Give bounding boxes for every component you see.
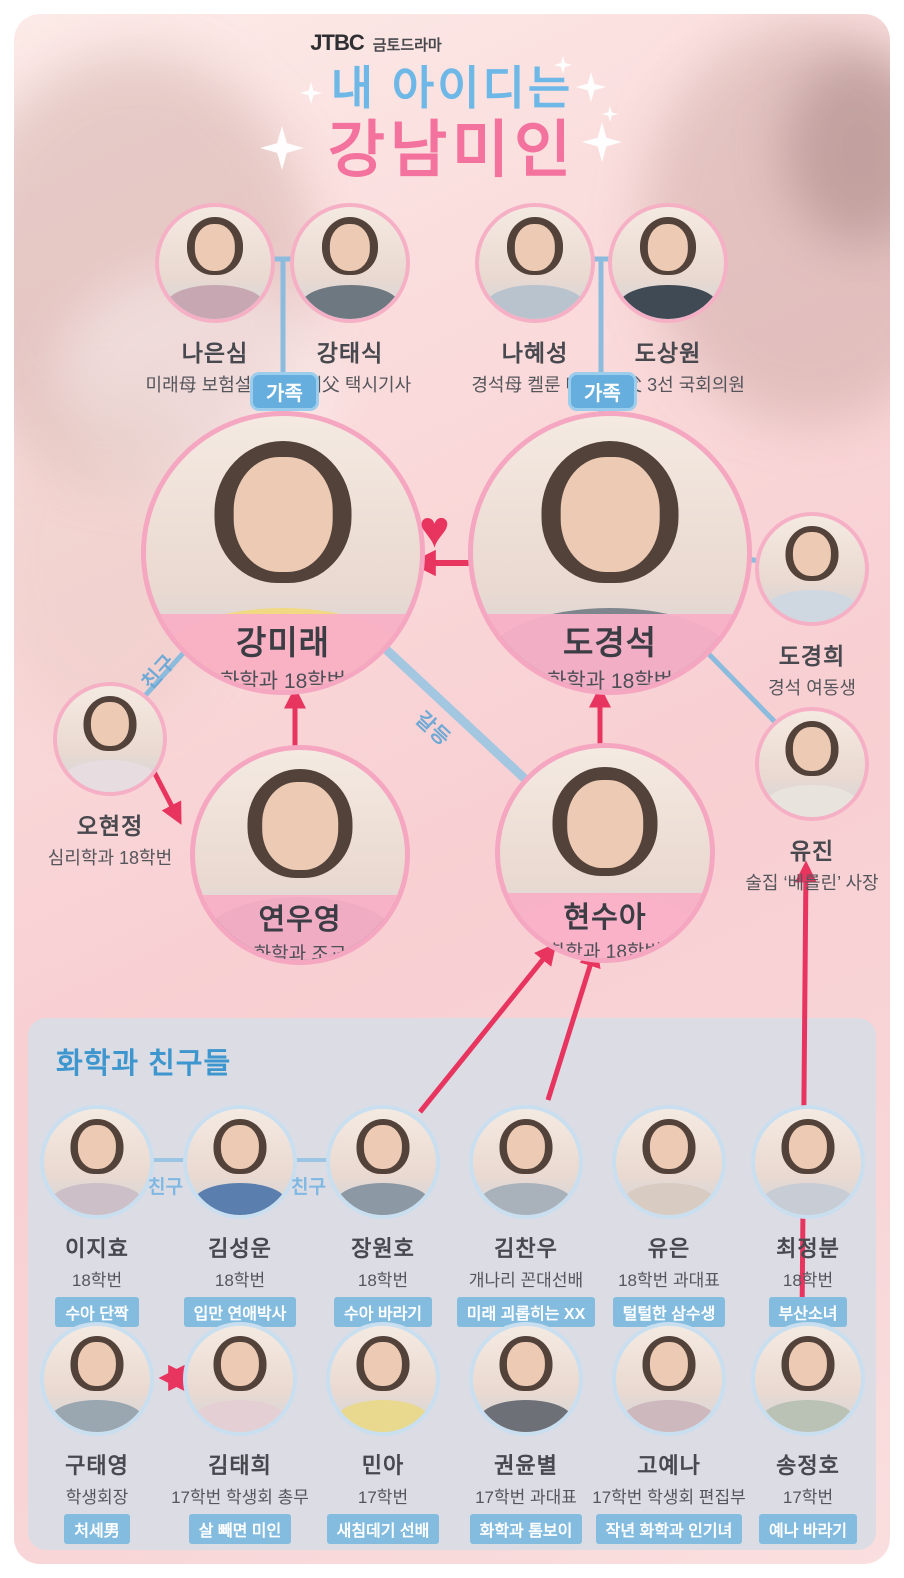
avatar: 연우영 화학과 조교 [190,745,410,965]
avatar: 도경석 화학과 18학번 [468,411,752,695]
friend-lee-jihyo: 이지효 18학번 수아 단짝 [12,1105,182,1327]
char-na-hyesung: 나혜성 경석母 켈룬 대표 [435,203,635,397]
portrait-placeholder [473,1326,579,1432]
char-do-kyunghee: 도경희 경석 여동생 [712,512,904,700]
network-tagline: 금토드라마 [372,37,442,54]
name-chord: 연우영 화학과 조교 [195,895,405,960]
portrait-placeholder [755,1109,861,1215]
trait-badge: 살 빼면 미인 [188,1514,292,1544]
avatar [755,707,869,821]
portrait-placeholder [759,711,865,817]
portrait-placeholder [44,1326,150,1432]
name-chord: 현수아 화학과 18학번 [500,893,710,958]
char-do-kyungseok: 도경석 화학과 18학번 [468,411,752,695]
trait-badge: 처세男 [64,1514,130,1544]
drama-title-line1: 내 아이디는 [330,62,574,114]
portrait-placeholder [330,1109,436,1215]
friend-kwon-yoonbyul: 권윤별 17학번 과대표 화학과 톰보이 [441,1322,611,1544]
portrait-placeholder [612,207,724,319]
portrait-placeholder [187,1109,293,1215]
avatar [40,1105,154,1219]
drama-title-line2: 강남미인 [327,116,577,185]
char-na-eunsim: 나은심 미래母 보험설계사 [115,203,315,397]
name-chord: 도경석 화학과 18학번 [473,614,747,690]
avatar [612,1322,726,1436]
section-title: 화학과 친구들 [56,1048,232,1080]
avatar [751,1322,865,1436]
friend-kim-taehee: 김태희 17학번 학생회 총무 살 빼면 미인 [155,1322,325,1544]
portrait-placeholder [759,516,865,622]
friend-kim-sungwoon: 김성운 18학번 입만 연애박사 [155,1105,325,1327]
avatar [40,1322,154,1436]
char-yeon-wooyoung: 연우영 화학과 조교 [190,745,410,965]
friend-kim-chanwoo: 김찬우 개나리 꼰대선배 미래 괴롭히는 XX [441,1105,611,1327]
friend-choi-jungboon: 최정분 18학번 부산소녀 [723,1105,893,1327]
avatar [475,203,595,323]
network-logo-row: JTBC 금토드라마 [0,30,828,56]
portrait-placeholder [616,1326,722,1432]
friend-label-2: 친구 [291,1177,326,1198]
friend-gu-taeyoung: 구태영 학생회장 처세男 [12,1322,182,1544]
avatar: 강미래 화학과 18학번 [141,411,425,695]
trait-badge: 작년 화학과 인기녀 [595,1514,743,1544]
char-oh-hyunjung: 오현정 심리학과 18학번 [10,682,210,870]
trait-badge: 예나 바라기 [758,1514,858,1544]
avatar [326,1322,440,1436]
avatar [608,203,728,323]
portrait-placeholder [755,1326,861,1432]
portrait-placeholder [330,1326,436,1432]
avatar [53,682,167,796]
avatar [290,203,410,323]
portrait-placeholder [616,1109,722,1215]
friend-label-1: 친구 [148,1177,183,1198]
trait-badge: 부산소녀 [768,1297,848,1327]
avatar [469,1105,583,1219]
trait-badge: 수아 단짝 [55,1297,139,1327]
char-yujin: 유진 술집 ‘베를린’ 사장 [712,707,904,895]
friend-jang-wonho: 장원호 18학번 수아 바라기 [298,1105,468,1327]
portrait-placeholder [294,207,406,319]
friend-go-yena: 고예나 17학번 학생회 편집부 작년 화학과 인기녀 [584,1322,754,1544]
name-chord: 강미래 화학과 18학번 [146,614,420,690]
trait-badge: 미래 괴롭히는 XX [456,1297,596,1327]
char-kang-mirae: 강미래 화학과 18학번 [141,411,425,695]
avatar [755,512,869,626]
avatar [612,1105,726,1219]
jtbc-logo: JTBC [310,30,364,55]
avatar [469,1322,583,1436]
trait-badge: 화학과 톰보이 [469,1514,583,1544]
avatar [751,1105,865,1219]
avatar [183,1105,297,1219]
avatar: 현수아 화학과 18학번 [495,743,715,963]
trait-badge: 새침데기 선배 [326,1514,440,1544]
portrait-placeholder [187,1326,293,1432]
heart-icon: ♥ [419,501,450,559]
char-kang-taesik: 강태식 미래父 택시기사 [250,203,450,397]
friend-min-ah: 민아 17학번 새침데기 선배 [298,1322,468,1544]
avatar [183,1322,297,1436]
friend-song-jungho: 송정호 17학번 예나 바라기 [723,1322,893,1544]
family-badge-left: 가족 [250,372,319,411]
portrait-placeholder [44,1109,150,1215]
avatar [155,203,275,323]
chemistry-friends-section: 화학과 친구들 [28,1018,876,1550]
avatar [326,1105,440,1219]
portrait-placeholder [473,1109,579,1215]
family-badge-right: 가족 [568,372,637,411]
portrait-placeholder [57,686,163,792]
char-do-sangwon: 도상원 경석父 3선 국회의원 [568,203,768,397]
char-hyun-sua: 현수아 화학과 18학번 [495,743,715,963]
